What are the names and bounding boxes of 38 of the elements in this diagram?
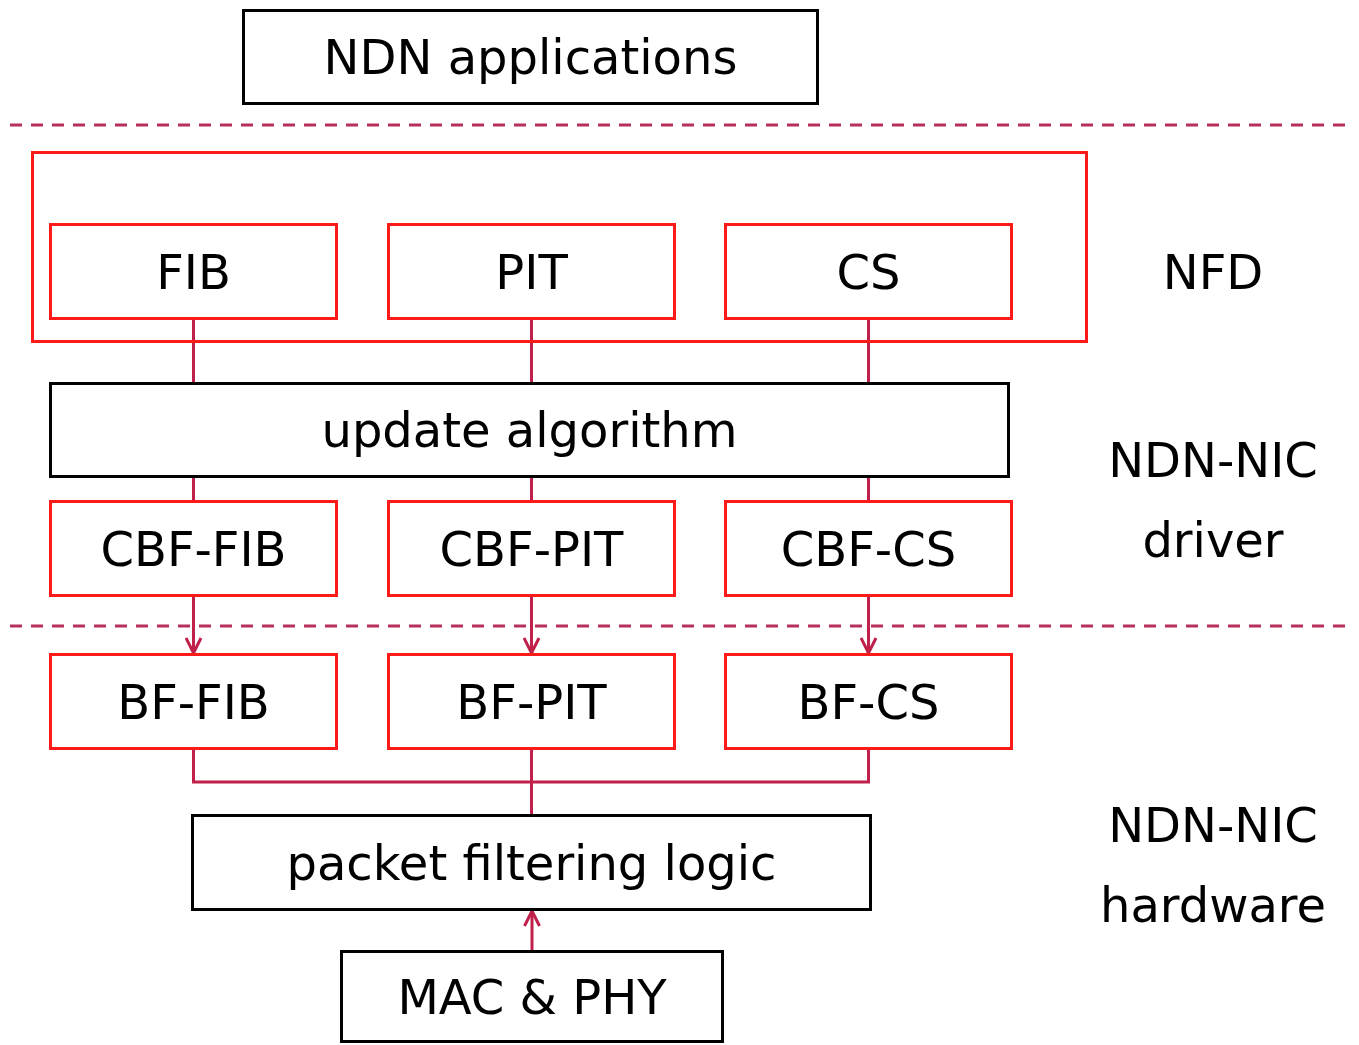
component-box (387, 223, 676, 320)
component-box (49, 500, 338, 597)
box-label: MAC & PHY (397, 972, 667, 1021)
connector-line (192, 478, 195, 500)
layer-label: NFD (1161, 243, 1265, 302)
component-box (340, 950, 724, 1043)
box-label: BF-CS (797, 677, 940, 726)
component-box (724, 500, 1013, 597)
connector-line (530, 320, 533, 382)
box-label: CS (836, 247, 901, 296)
box-label: CBF-PIT (439, 524, 624, 573)
component-box (191, 814, 872, 911)
component-box (724, 223, 1013, 320)
box-label: BF-PIT (456, 677, 607, 726)
layer-label: NDN-NIC driver (1107, 431, 1319, 570)
component-box (387, 500, 676, 597)
arrow (523, 909, 541, 950)
connector-line (192, 320, 195, 382)
layer-label: NDN-NIC hardware (1098, 796, 1328, 935)
box-label: CBF-FIB (100, 524, 287, 573)
component-box (387, 653, 676, 750)
box-label: PIT (495, 247, 568, 296)
arrow (184, 597, 203, 655)
component-box (49, 653, 338, 750)
connector-line (867, 320, 870, 382)
arrow (859, 597, 878, 655)
component-box (49, 382, 1010, 478)
group-box (31, 151, 1088, 343)
component-box (242, 9, 819, 105)
component-box (49, 223, 338, 320)
connector-line (867, 478, 870, 500)
component-box (724, 653, 1013, 750)
connector-line (530, 478, 533, 500)
box-label: FIB (156, 247, 231, 296)
connector-line (530, 750, 870, 814)
box-label: BF-FIB (117, 677, 270, 726)
arrow (522, 597, 541, 655)
box-label: CBF-CS (780, 524, 957, 573)
